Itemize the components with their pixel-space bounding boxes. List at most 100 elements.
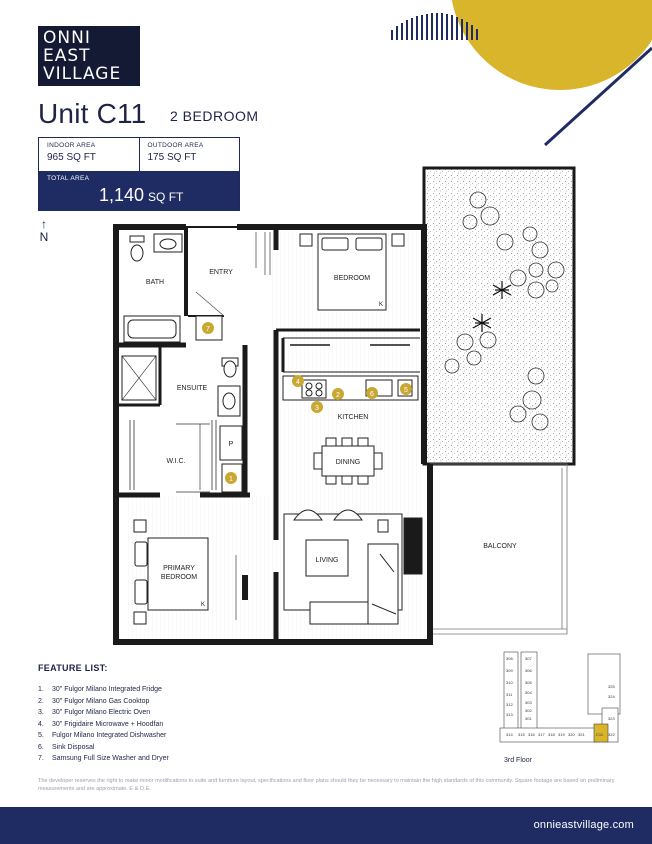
north-label: N: [39, 230, 49, 244]
header-decoration: [391, 0, 652, 147]
website-link[interactable]: onnieastvillage.com: [533, 819, 634, 831]
room-label-primary-line1: PRIMARY: [163, 565, 195, 572]
svg-text:306: 306: [525, 668, 532, 673]
svg-text:308: 308: [506, 656, 513, 661]
feature-marker-3: 3: [315, 405, 319, 412]
svg-text:322: 322: [608, 732, 615, 737]
svg-text:302: 302: [525, 708, 532, 713]
feature-marker-2: 2: [336, 392, 340, 399]
room-label-entry: ENTRY: [209, 269, 233, 276]
room-label-dining: DINING: [336, 459, 361, 466]
svg-text:317: 317: [538, 732, 545, 737]
feature-list-title: FEATURE LIST:: [38, 663, 108, 673]
total-area-number: 1,140: [99, 185, 145, 205]
svg-text:316: 316: [528, 732, 535, 737]
area-summary: INDOOR AREA 965 SQ FT OUTDOOR AREA 175 S…: [38, 137, 240, 211]
svg-text:C11: C11: [596, 732, 604, 737]
closet-shelves: [129, 420, 217, 493]
svg-text:314: 314: [506, 732, 513, 737]
floor-plan: 1 2 3 4 5 6 7 BATH ENTRY BEDROOM K ENSUI…: [113, 166, 576, 645]
svg-text:324: 324: [608, 694, 615, 699]
feature-marker-5: 5: [404, 387, 408, 394]
bath-fixtures: [121, 233, 243, 493]
feature-item: 5.Fulgor Milano Integrated Dishwasher: [38, 732, 167, 739]
feature-marker-4: 4: [296, 379, 300, 386]
balcony: [430, 463, 568, 635]
svg-text:303: 303: [525, 700, 532, 705]
svg-text:312: 312: [506, 702, 513, 707]
key-plan: 308 309 310 311 312 313 314 307 306 305 …: [499, 651, 621, 743]
room-label-k2: K: [201, 602, 205, 608]
room-label-bedroom: BEDROOM: [334, 275, 370, 282]
unit-title: Unit C11: [38, 98, 147, 129]
outdoor-area-value: 175 SQ FT: [147, 152, 197, 163]
indoor-area-value: 965 SQ FT: [47, 152, 96, 163]
room-label-primary-line2: BEDROOM: [161, 574, 197, 581]
logo-line-1: ONNI: [43, 28, 91, 48]
room-label-pantry: P: [229, 441, 234, 448]
feature-list: 1.30" Fulgor Milano Integrated Fridge 2.…: [38, 684, 169, 765]
svg-text:309: 309: [506, 668, 513, 673]
room-label-living: LIVING: [316, 557, 339, 564]
striped-arc-graphic: [391, 13, 478, 40]
footer-bar: onnieastvillage.com: [0, 807, 652, 844]
key-plan-floor-label: 3rd Floor: [504, 757, 533, 764]
room-label-bath: BATH: [146, 279, 164, 286]
unit-type: 2 BEDROOM: [170, 108, 259, 124]
total-area-unit: SQ FT: [148, 190, 184, 204]
room-labels: BATH ENTRY BEDROOM K ENSUITE KITCHEN W.I…: [146, 269, 517, 608]
feature-markers: 1 2 3 4 5 6 7: [202, 322, 412, 484]
plant-circles: [444, 191, 565, 431]
gold-circle-graphic: [451, 0, 652, 90]
svg-text:319: 319: [558, 732, 565, 737]
feature-item: 1.30" Fulgor Milano Integrated Fridge: [38, 686, 162, 693]
svg-text:321: 321: [578, 732, 585, 737]
feature-item: 4.30" Frigidaire Microwave + Hoodfan: [38, 720, 164, 728]
dining-set: [313, 437, 383, 485]
disclaimer-text: The developer reserves the right to make…: [38, 778, 615, 792]
total-area-label: TOTAL AREA: [47, 175, 90, 182]
room-label-k1: K: [379, 302, 383, 308]
feature-item: 7.Samsung Full Size Washer and Dryer: [38, 755, 169, 762]
svg-text:315: 315: [518, 732, 525, 737]
feature-item: 6.Sink Disposal: [38, 743, 95, 751]
palm-plant-icons: [472, 281, 512, 332]
feature-marker-6: 6: [370, 391, 374, 398]
indoor-area: INDOOR AREA 965 SQ FT: [39, 138, 140, 171]
svg-text:304: 304: [525, 690, 532, 695]
svg-text:323: 323: [608, 716, 615, 721]
feature-item: 2.30" Fulgor Milano Gas Cooktop: [38, 697, 150, 705]
svg-text:311: 311: [506, 692, 513, 697]
svg-text:301: 301: [525, 716, 532, 721]
logo-line-3: VILLAGE: [43, 64, 122, 84]
svg-text:310: 310: [506, 680, 513, 685]
logo-line-2: EAST: [43, 46, 91, 66]
svg-text:318: 318: [548, 732, 555, 737]
north-arrow-icon: ↑: [41, 217, 47, 231]
feature-marker-7: 7: [206, 326, 210, 333]
indoor-area-label: INDOOR AREA: [47, 142, 96, 149]
feature-item: 3.30" Fulgor Milano Electric Oven: [38, 709, 151, 716]
svg-text:313: 313: [506, 712, 513, 717]
outdoor-area-label: OUTDOOR AREA: [147, 142, 204, 149]
brand-logo: ONNI EAST VILLAGE: [38, 26, 140, 86]
room-label-kitchen: KITCHEN: [338, 414, 369, 421]
diagonal-line-graphic: [543, 46, 652, 147]
svg-text:325: 325: [608, 684, 615, 689]
door-swings: [195, 232, 271, 620]
svg-text:307: 307: [525, 656, 532, 661]
terrace: [422, 166, 576, 466]
svg-text:320: 320: [568, 732, 575, 737]
room-label-wic: W.I.C.: [166, 458, 185, 465]
room-label-balcony: BALCONY: [483, 543, 517, 550]
living-furniture: [283, 509, 423, 625]
north-indicator: ↑ N: [37, 218, 51, 246]
svg-text:305: 305: [525, 680, 532, 685]
feature-marker-1: 1: [229, 476, 233, 483]
room-label-ensuite: ENSUITE: [177, 385, 208, 392]
exterior-walls: [113, 224, 433, 645]
bedroom-furniture: [133, 233, 405, 625]
interior-walls: [116, 227, 420, 642]
